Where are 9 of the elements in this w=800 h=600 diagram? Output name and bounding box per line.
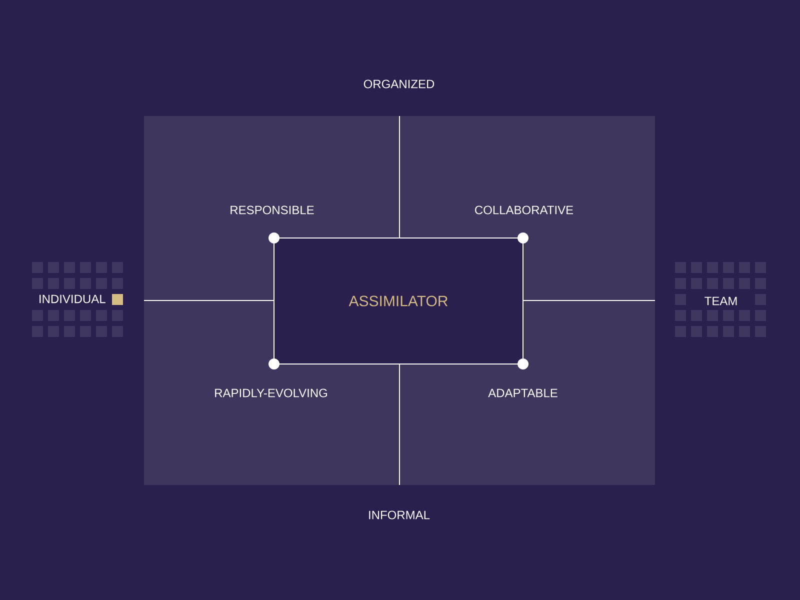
axis-label: INFORMAL: [369, 510, 430, 520]
axis-label: RESPONSIBLE: [230, 206, 314, 214]
axis-label: INDIVIDUAL: [40, 294, 106, 304]
axis-label: COLLABORATIVE: [475, 206, 574, 214]
axis-label: ADAPTABLE: [488, 388, 558, 398]
axis-label: ORGANIZED: [364, 80, 434, 88]
center-box: ASSIMILATOR: [274, 238, 524, 364]
axis-label: RAPIDLY-EVOLVING: [215, 388, 328, 398]
axis-label: TEAM: [704, 296, 737, 306]
